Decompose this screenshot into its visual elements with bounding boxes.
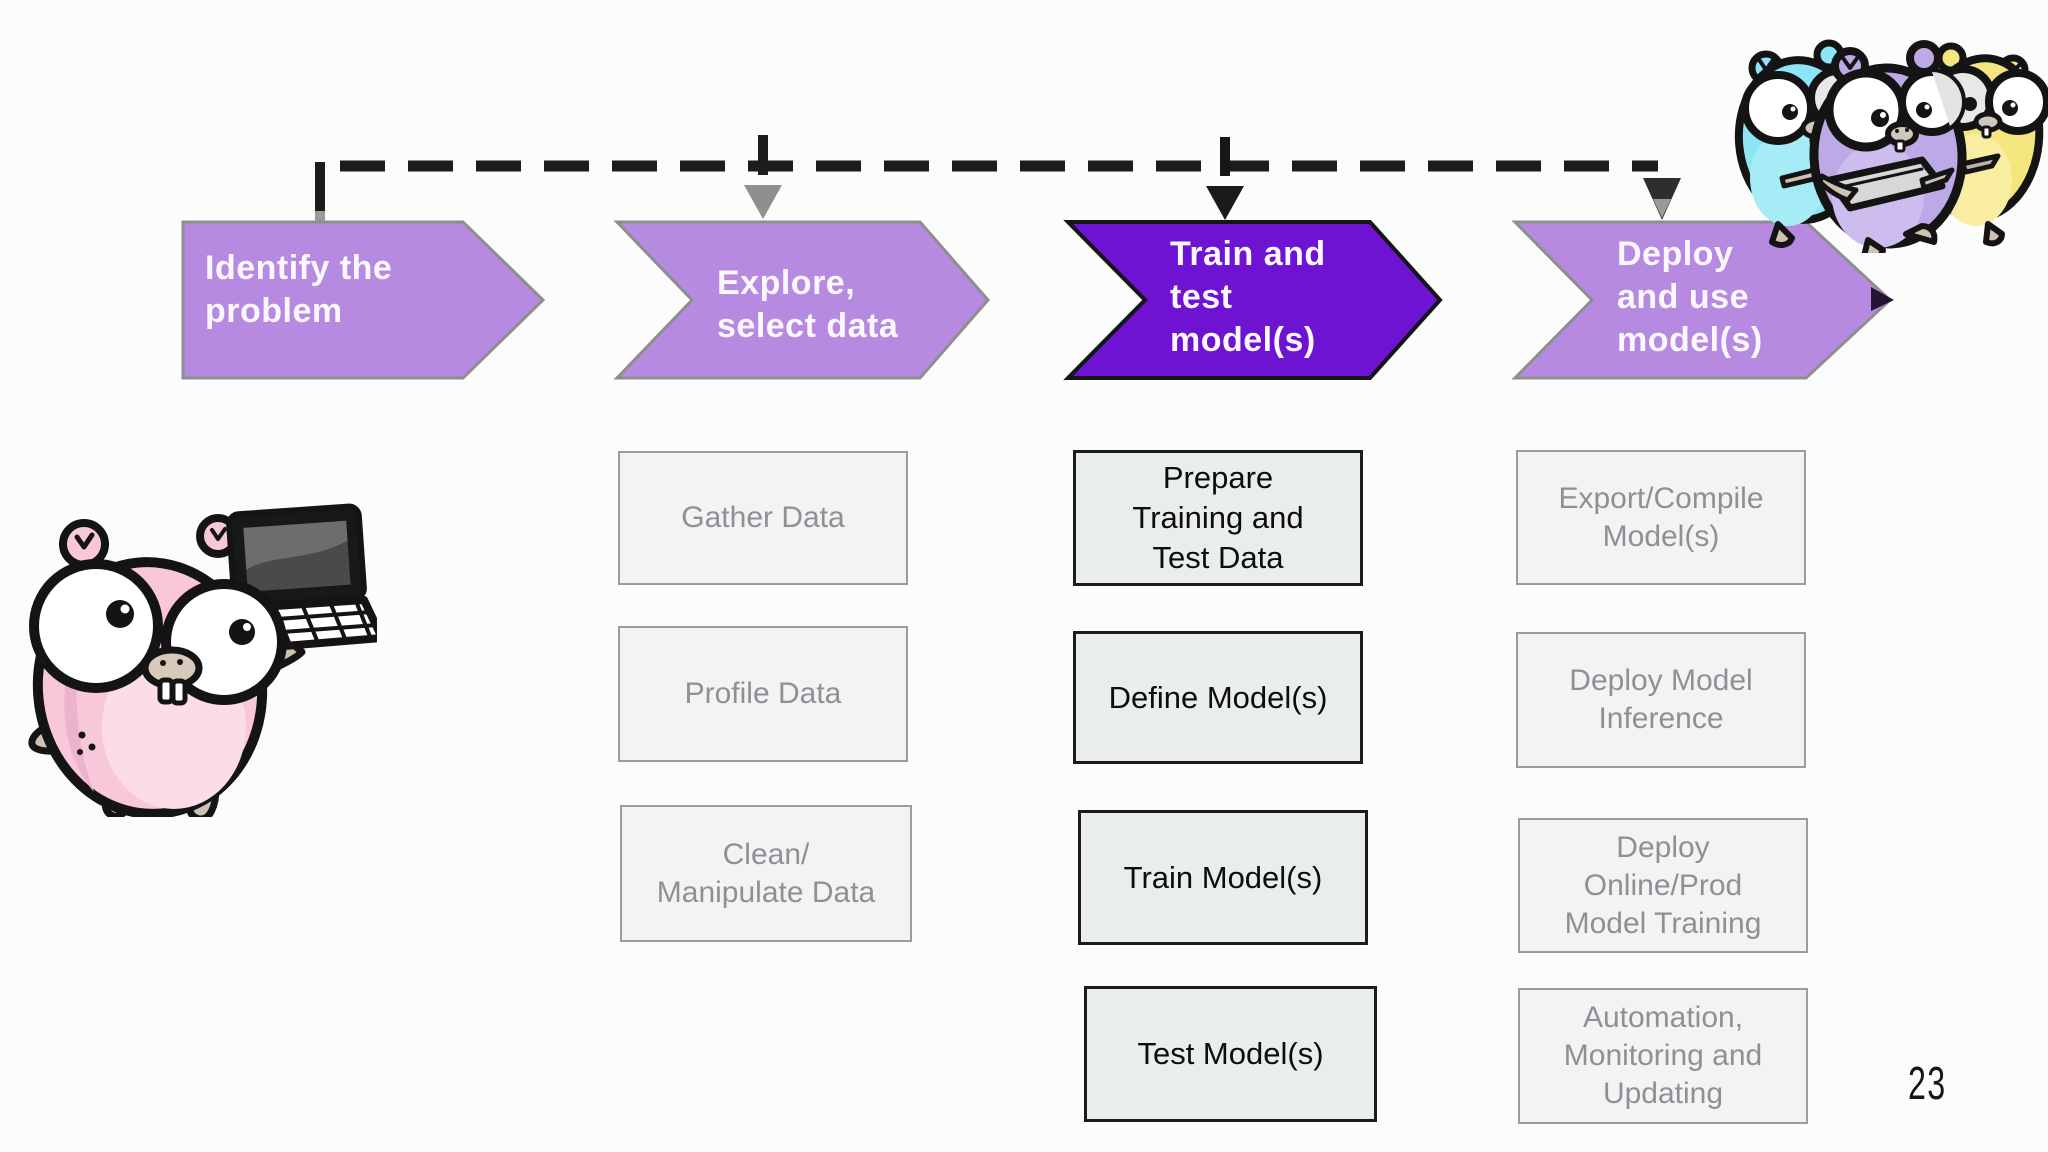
stage-chevron-train xyxy=(1063,220,1443,380)
task-box-define-models: Define Model(s) xyxy=(1073,631,1363,764)
stage-label-line: model(s) xyxy=(1170,321,1316,359)
stage-label-line: select data xyxy=(717,307,899,345)
three-gophers-mascot xyxy=(1734,39,2048,253)
task-box-prepare-training-test-data: Prepare Training and Test Data xyxy=(1073,450,1363,586)
stage-chevron-identify xyxy=(181,220,546,380)
stage-label-line: problem xyxy=(205,292,343,330)
stage-chevron-explore xyxy=(613,220,990,380)
deploy-chevron-tip-accent xyxy=(1871,287,1894,311)
stage-label-line: Train and xyxy=(1170,235,1326,273)
task-box-export-compile-models: Export/Compile Model(s) xyxy=(1516,450,1806,585)
connector-deploy-arrow-icon xyxy=(1643,178,1681,220)
task-box-test-models: Test Model(s) xyxy=(1084,986,1377,1122)
task-box-profile-data: Profile Data xyxy=(618,626,908,762)
stage-label-line: Deploy xyxy=(1617,235,1734,273)
stage-label-line: and use xyxy=(1617,278,1749,316)
task-box-train-models: Train Model(s) xyxy=(1078,810,1368,945)
stage-label-explore: Explore, select data xyxy=(717,262,898,348)
task-box-clean-manipulate-data: Clean/ Manipulate Data xyxy=(620,805,912,942)
task-box-gather-data: Gather Data xyxy=(618,451,908,585)
pink-gopher-laptop-mascot xyxy=(28,503,377,817)
stage-label-train: Train and test model(s) xyxy=(1170,233,1326,362)
stage-label-line: Explore, xyxy=(717,264,856,302)
stage-label-line: Identify the xyxy=(205,249,393,287)
connector-explore-arrow-icon xyxy=(744,135,782,219)
connector-train-arrow-icon xyxy=(1206,137,1244,220)
stage-label-line: test xyxy=(1170,278,1233,316)
page-number: 23 xyxy=(1908,1057,1947,1109)
stage-label-deploy: Deploy and use model(s) xyxy=(1617,233,1763,362)
task-box-deploy-online-prod-model-training: Deploy Online/Prod Model Training xyxy=(1518,818,1808,953)
task-box-deploy-model-inference: Deploy Model Inference xyxy=(1516,632,1806,768)
stage-label-line: model(s) xyxy=(1617,321,1763,359)
stage-label-identify: Identify the problem xyxy=(205,247,392,333)
task-box-automation-monitoring-updating: Automation, Monitoring and Updating xyxy=(1518,988,1808,1124)
